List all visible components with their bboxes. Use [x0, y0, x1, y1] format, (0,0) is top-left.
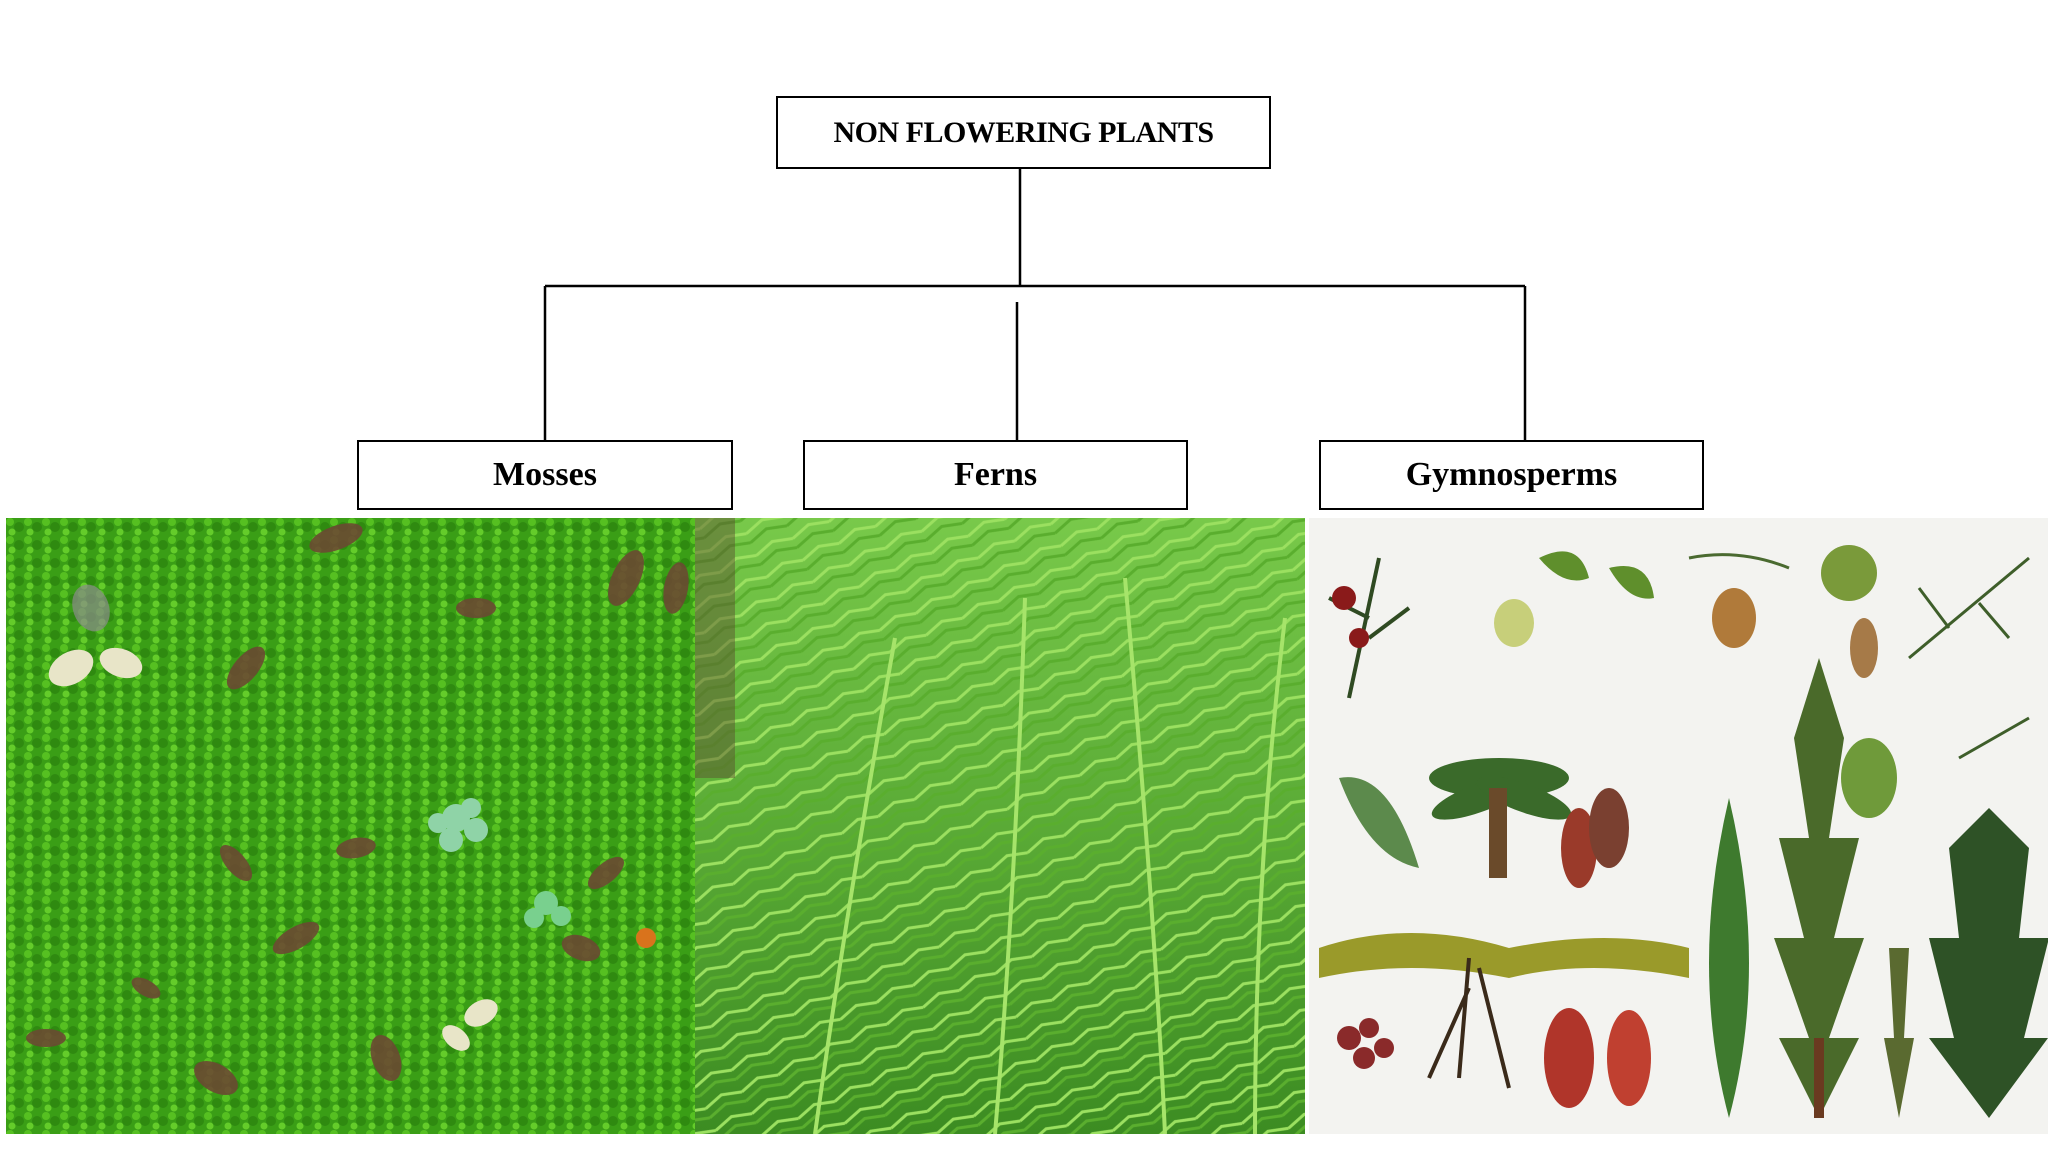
child-node-label-mosses: Mosses: [493, 456, 597, 493]
child-node-label-gymnosperms: Gymnosperms: [1405, 456, 1618, 493]
root-node-non-flowering-plants: NON FLOWERING PLANTS: [776, 96, 1271, 169]
mosses-photo: [6, 518, 695, 1134]
child-node-label-ferns: Ferns: [953, 456, 1038, 493]
gymnosperms-plate: [1309, 518, 2048, 1134]
child-node-ferns: Ferns: [803, 440, 1188, 510]
child-node-mosses: Mosses: [357, 440, 733, 510]
child-node-gymnosperms: Gymnosperms: [1319, 440, 1704, 510]
ferns-photo: [695, 518, 1305, 1134]
root-node-label: NON FLOWERING PLANTS: [833, 115, 1214, 149]
